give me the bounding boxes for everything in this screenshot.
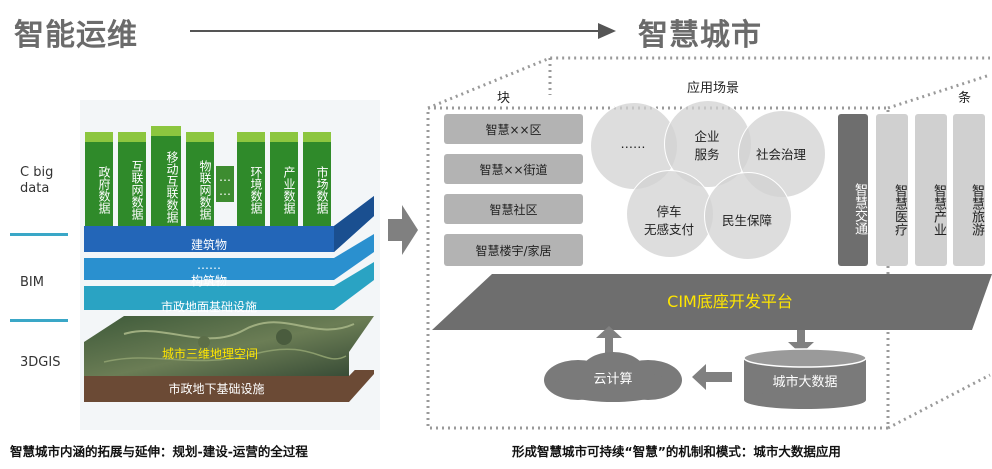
circle-label-parking: 停车无感支付 — [643, 204, 694, 237]
cloud-icon — [544, 352, 682, 402]
layer-underground-shape — [84, 370, 374, 402]
arrow-connector — [190, 30, 608, 32]
layer-underground: 市政地下基础设施 — [168, 382, 265, 396]
label-scene: 应用场景 — [687, 81, 740, 96]
arrow-up-icon — [596, 326, 622, 354]
data-block-industry: 产业数据 — [270, 132, 298, 238]
right-title: 智慧城市 — [638, 18, 762, 53]
arrow-down-icon — [788, 330, 814, 354]
data-block-internet: 互联网数据 — [118, 132, 146, 238]
circle-livelihood — [704, 172, 792, 260]
label-block: 块 — [497, 91, 511, 106]
block-item-building-home: 智慧楼宇/家居 — [444, 234, 583, 266]
layer-dots: …… — [197, 258, 221, 272]
data-block-iot: 物联网数据 — [186, 132, 214, 238]
circle-label-social: 社会治理 — [755, 147, 806, 162]
circle-social — [738, 110, 826, 198]
column-industry: 智慧产业 — [915, 114, 947, 266]
arrow-left-icon — [692, 364, 732, 390]
flow-arrow-icon — [388, 205, 418, 255]
data-block-environment: 环境数据 — [237, 132, 265, 238]
left-caption: 智慧城市内涵的拓展与延伸：规划-建设-运营的全过程 — [10, 444, 308, 459]
column-medical: 智慧医疗 — [876, 114, 908, 266]
block-item-community: 智慧社区 — [444, 194, 583, 224]
layer-municipal-surface: 市政地面基础设施 — [160, 300, 257, 314]
layer-building-shape — [84, 196, 374, 310]
layer-building: 建筑物 — [190, 238, 227, 252]
data-block-mobile-internet: 移动互联数据 — [151, 126, 181, 238]
database-label: 城市大数据 — [772, 375, 838, 390]
left-title: 智能运维 — [14, 18, 138, 53]
data-block-ellipsis: …… — [216, 140, 234, 228]
circle-label-livelihood: 民生保障 — [721, 213, 772, 228]
divider-line — [10, 233, 68, 236]
circle-label-enterprise: 企业服务 — [694, 129, 720, 162]
data-block-market: 市场数据 — [303, 132, 331, 238]
database-icon — [743, 348, 867, 409]
column-tourism: 智慧旅游 — [953, 114, 985, 266]
circle-label-dots: …… — [620, 136, 646, 151]
label-bim: BIM — [20, 275, 44, 290]
column-transport: 智慧交通 — [838, 114, 868, 266]
platform-shape — [432, 274, 992, 330]
layer-structure: 构筑物 — [190, 274, 227, 288]
frame-dotted-cube — [426, 56, 991, 430]
block-item-street: 智慧××街道 — [444, 154, 583, 184]
layer-terrain: 城市三维地理空间 — [161, 347, 258, 361]
block-item-district: 智慧××区 — [444, 114, 583, 144]
terrain-map-image — [84, 316, 374, 382]
platform-label: CIM底座开发平台 — [667, 292, 793, 311]
data-block-government: 政府数据 — [85, 132, 113, 238]
right-caption: 形成智慧城市可持续“智慧”的机制和模式：城市大数据应用 — [512, 444, 841, 459]
arrow-right-icon — [598, 23, 616, 39]
cloud-label: 云计算 — [593, 372, 633, 387]
label-3dgis: 3DGIS — [20, 355, 61, 370]
label-strip: 条 — [958, 91, 972, 106]
divider-line — [10, 319, 68, 322]
